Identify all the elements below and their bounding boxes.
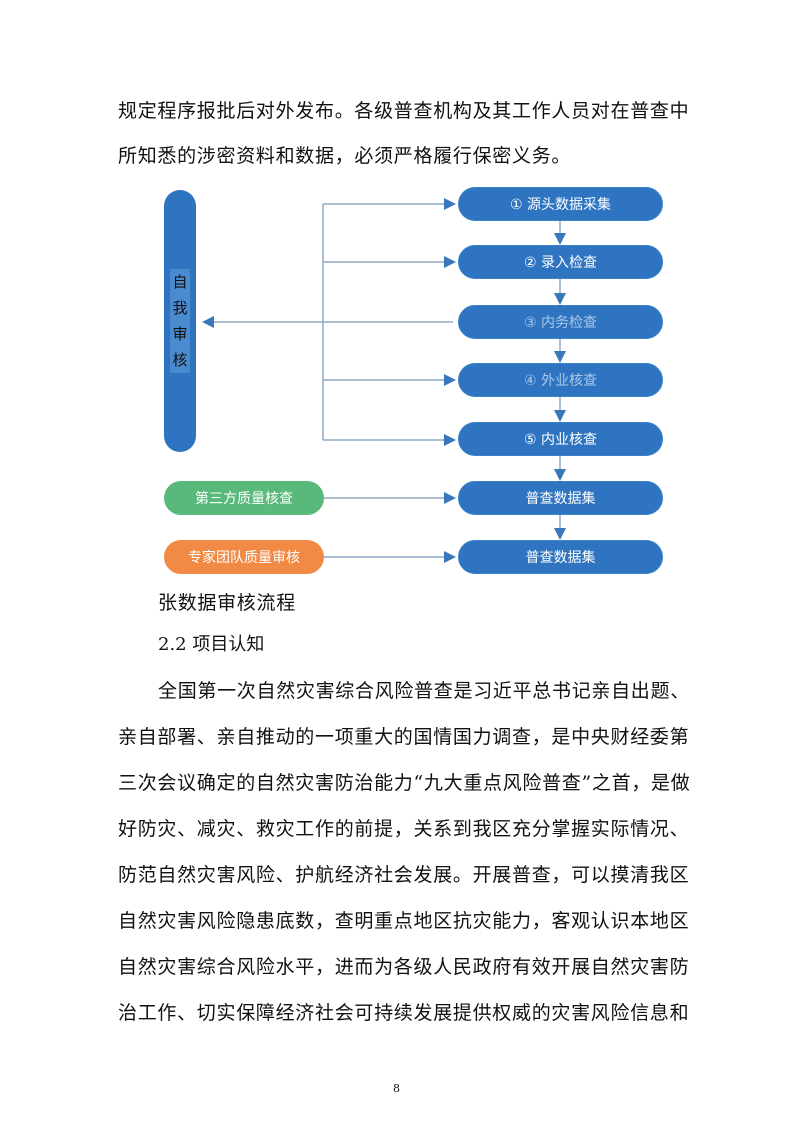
self-review-char: 核 (170, 347, 190, 373)
body-line: 好防灾、减灾、救灾工作的前提，关系到我区充分掌握实际情况、 (118, 818, 690, 840)
body-line: 自然灾害综合风险水平，进而为各级人民政府有效开展自然灾害防 (118, 956, 690, 978)
body-line: 自然灾害风险隐患底数，查明重点地区抗灾能力，客观认识本地区 (118, 910, 690, 932)
third-party-quality-check: 第三方质量核查 (164, 481, 324, 515)
self-review-char: 我 (170, 295, 190, 321)
intro-line-2: 所知悉的涉密资料和数据，必须严格履行保密义务。 (118, 145, 572, 167)
step-source-collection: ① 源头数据采集 (458, 187, 663, 221)
figure-caption: 张数据审核流程 (158, 592, 296, 614)
body-line: 亲自部署、亲自推动的一项重大的国情国力调查，是中央财经委第 (118, 726, 690, 748)
census-dataset-2: 普查数据集 (458, 540, 663, 574)
body-line: 全国第一次自然灾害综合风险普查是习近平总书记亲自出题、 (158, 680, 690, 702)
step-office-verification: ⑤ 内业核查 (458, 422, 663, 456)
step-internal-check: ③ 内务检查 (458, 305, 663, 339)
page-number: 8 (393, 1082, 400, 1095)
self-review-char: 审 (170, 321, 190, 347)
data-review-flowchart: 自 我 审 核 ① 源头数据采集 ② 录入检查 ③ 内务检查 ④ 外业核查 ⑤ … (155, 182, 675, 582)
expert-team-quality-review: 专家团队质量审核 (164, 540, 324, 574)
body-line: 三次会议确定的自然灾害防治能力“九大重点风险普查”之首，是做 (118, 772, 691, 794)
self-review-char: 自 (170, 269, 190, 295)
connector-lines (202, 198, 566, 563)
census-dataset-1: 普查数据集 (458, 481, 663, 515)
self-review-bar: 自 我 审 核 (164, 190, 196, 452)
body-line: 治工作、切实保障经济社会可持续发展提供权威的灾害风险信息和 (118, 1002, 690, 1024)
step-entry-check: ② 录入检查 (458, 245, 663, 279)
intro-line-1: 规定程序报批后对外发布。各级普查机构及其工作人员对在普查中 (118, 100, 690, 122)
step-field-verification: ④ 外业核查 (458, 363, 663, 397)
body-line: 防范自然灾害风险、护航经济社会发展。开展普查，可以摸清我区 (118, 864, 690, 886)
section-heading: 2.2 项目认知 (158, 634, 265, 655)
